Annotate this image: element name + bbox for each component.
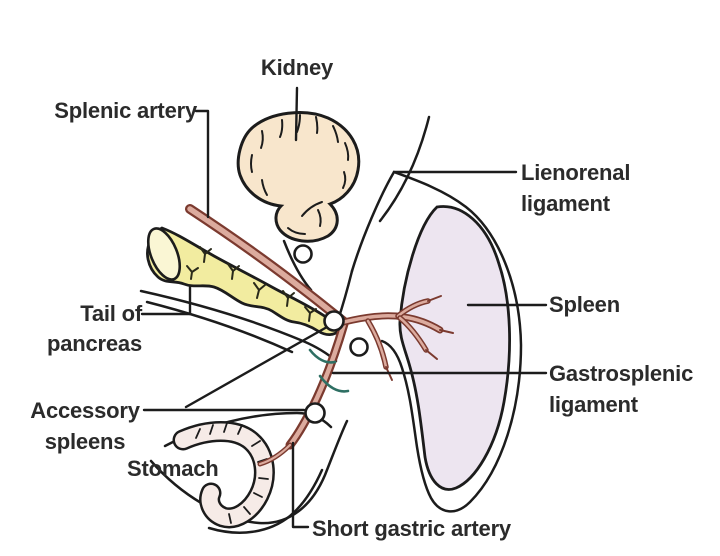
accessory-spleen-2 [323,310,345,332]
kidney-hatching [250,114,350,235]
label-kidney: Kidney [260,55,334,80]
peritoneum-below-stomach-inner [207,468,324,534]
label-short-gastric-artery: Short gastric artery [312,516,511,541]
peritoneum-below-kidney [282,239,313,292]
accessory-spleen-4 [304,402,326,424]
label-gastrosplenic-ligament: Gastrosplenic ligament [549,361,694,417]
pancreas-shape [146,226,342,337]
pancreas-body [146,226,342,337]
leader-lines [140,86,548,529]
envelope-outline [350,170,523,513]
short-gastric-artery-inner [287,321,347,448]
ligament-cut-edge-1 [308,348,337,364]
accessory-spleen-1 [293,244,313,264]
pancreas-cut-face [146,227,182,281]
peritoneum-right-of-kidney [378,115,431,223]
label-tail-of-pancreas: Tail of pancreas [46,301,142,356]
peritoneum-below-pancreas-2 [145,300,294,354]
splenic-artery-hilar-branches [340,295,454,381]
short-gastric-artery-tip-inner [258,443,292,466]
kidney-shape [236,111,361,243]
label-splenic-artery: Splenic artery [54,98,197,123]
gastrosplenic-cut-edges [308,348,350,393]
stomach-hatching [195,422,269,524]
splenic-artery-leader [194,109,210,219]
label-lienorenal-ligament: Lienorenal ligament [521,160,631,216]
tail-of-pancreas-leader [140,284,192,316]
accessory-spleens-shapes [293,244,369,424]
label-spleen: Spleen [549,292,620,317]
label-stomach: Stomach [127,456,219,481]
pancreas-texture-marks [186,246,317,322]
label-accessory-spleens: Accessory spleens [30,398,140,454]
kidney-body [236,111,361,243]
ligament-cut-edge-2 [318,374,350,393]
kidney-leader [294,86,299,142]
accessory-spleen-3 [349,337,369,357]
peritoneum-below-pancreas-1 [139,289,338,363]
accessory-spleens-leader-diagonal [184,325,329,409]
stomach-shape [172,421,275,529]
short-gastric-leader [291,441,310,529]
